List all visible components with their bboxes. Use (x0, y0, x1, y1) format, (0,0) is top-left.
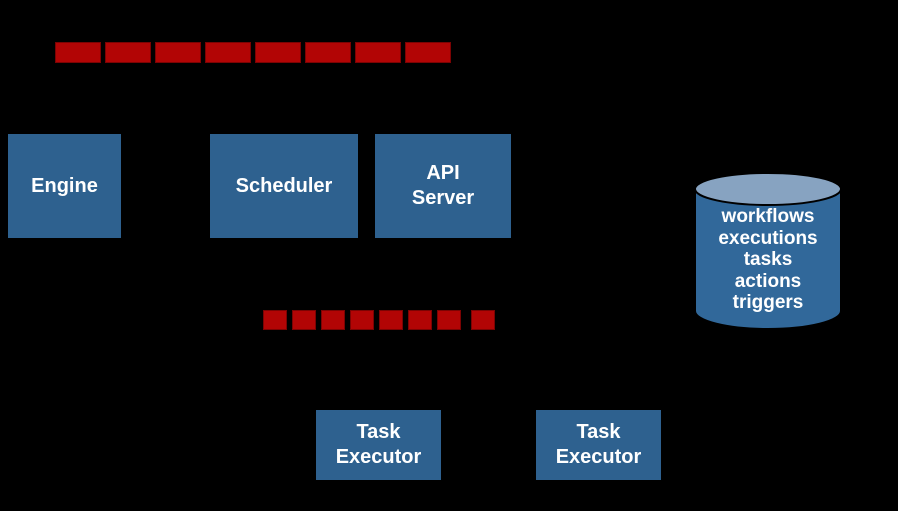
queue-segment (292, 310, 316, 330)
queue-segment (55, 42, 101, 63)
node-scheduler: Scheduler (210, 134, 358, 238)
cylinder-body (694, 188, 842, 330)
node-engine: Engine (8, 134, 121, 238)
queue-segment (355, 42, 401, 63)
queue-segment (105, 42, 151, 63)
node-label-line: API (426, 162, 460, 184)
node-label-line: Executor (555, 446, 642, 468)
node-label-line: Task (356, 421, 401, 443)
node-label-line: Executor (335, 446, 422, 468)
node-task-executor-2: Task Executor (536, 410, 661, 480)
queue-segment (471, 310, 495, 330)
node-api-server: API Server (375, 134, 511, 238)
queue-segment (405, 42, 451, 63)
queue-segment (350, 310, 374, 330)
datastore-item: actions (734, 270, 802, 292)
queue-segment (263, 310, 287, 330)
queue-segment (321, 310, 345, 330)
datastore-item: workflows (721, 206, 815, 227)
node-task-executor-1: Task Executor (316, 410, 441, 480)
cylinder-top (694, 172, 842, 206)
queue-segment (205, 42, 251, 63)
queue-segment (437, 310, 461, 330)
datastore-item: executions (718, 227, 818, 249)
node-label-line: Task (576, 421, 621, 443)
queue-segment (408, 310, 432, 330)
queue-segment (379, 310, 403, 330)
queue-segment (305, 42, 351, 63)
queue-segment (255, 42, 301, 63)
queue-segment (155, 42, 201, 63)
node-label: Scheduler (235, 174, 333, 197)
database-icon (694, 172, 842, 330)
datastore-item: tasks (743, 249, 793, 270)
node-label: Engine (31, 174, 98, 197)
message-queue-top (55, 42, 451, 63)
message-queue-middle (263, 310, 495, 330)
datastore-item: triggers (732, 292, 804, 313)
node-label-line: Server (411, 187, 475, 209)
